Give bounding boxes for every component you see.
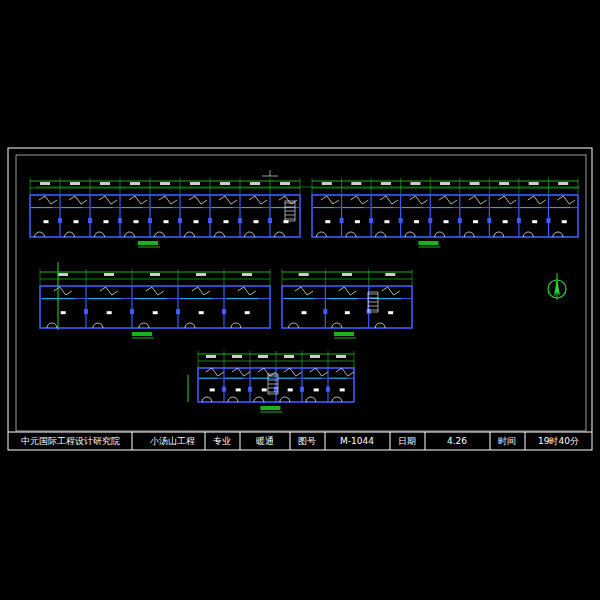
title-block-text: 日期	[397, 436, 417, 447]
title-block-dividers	[132, 432, 525, 450]
cell-divider	[205, 432, 206, 450]
title-block-text: 4.26	[446, 436, 468, 447]
plan	[282, 269, 439, 338]
sheet-frame	[8, 148, 592, 450]
plan	[198, 351, 372, 412]
title-block-text: 图号	[297, 436, 317, 447]
cell-divider	[325, 432, 326, 450]
title-block-text: 暖通	[255, 436, 275, 447]
title-block-text: 小汤山工程	[149, 436, 196, 447]
title-block-text: 19时40分	[537, 436, 580, 447]
plan	[30, 178, 320, 247]
floor-plans	[30, 178, 598, 412]
section-mark	[262, 176, 278, 177]
cell-divider	[132, 432, 133, 450]
cell-divider	[425, 432, 426, 450]
cell-divider	[240, 432, 241, 450]
title-block-text: M-1044	[339, 436, 375, 447]
inner-frame	[16, 155, 586, 431]
title-block-line	[8, 432, 592, 433]
cell-divider	[490, 432, 491, 450]
north-arrow	[548, 273, 566, 300]
plan	[40, 269, 298, 338]
cell-divider	[390, 432, 391, 450]
dimension-line	[36, 187, 580, 188]
dimension-line	[188, 375, 189, 402]
cell-divider	[525, 432, 526, 450]
section-mark	[270, 170, 271, 176]
plan	[312, 178, 598, 247]
title-block-text: 中元国际工程设计研究院	[20, 436, 121, 447]
title-block-text: 时间	[497, 436, 517, 447]
dimension-line	[58, 262, 59, 330]
title-block-text: 专业	[212, 436, 232, 447]
cell-divider	[290, 432, 291, 450]
